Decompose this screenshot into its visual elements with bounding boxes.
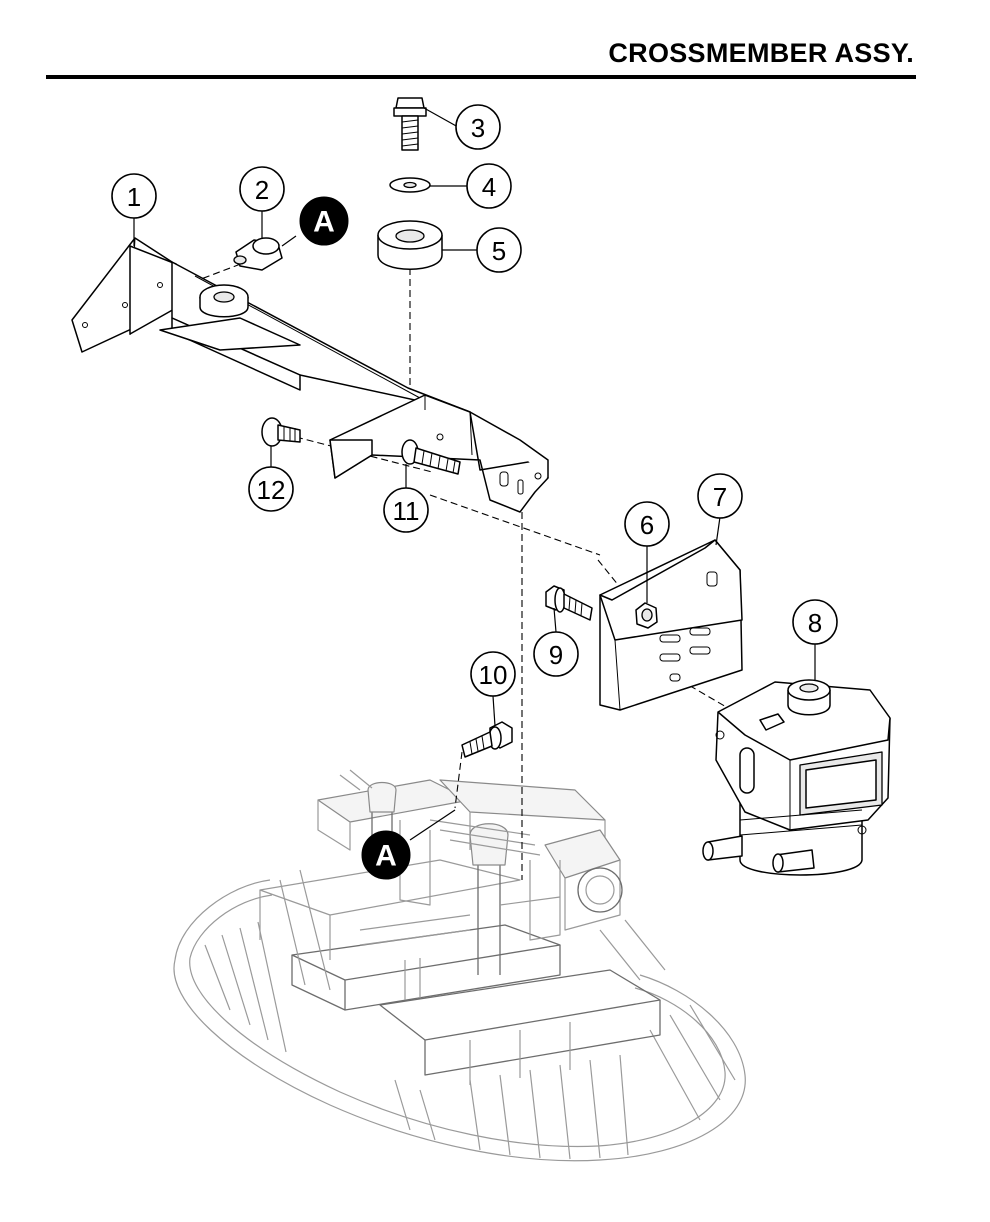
- callout-6-label: 6: [640, 510, 654, 540]
- bushing: [233, 237, 283, 271]
- callout-2: 2: [239, 166, 285, 212]
- callout-2-label: 2: [255, 175, 269, 205]
- callout-8-label: 8: [808, 608, 822, 638]
- reference-marker-a-bottom: A: [361, 830, 411, 880]
- rubber-mount: [377, 220, 443, 270]
- flange-bolt-long: [401, 439, 461, 475]
- callout-10-label: 10: [479, 660, 508, 690]
- leader-lines: [133, 107, 816, 841]
- callout-9-label: 9: [549, 640, 563, 670]
- flange-nut: [635, 602, 658, 629]
- callout-12-label: 12: [257, 475, 286, 505]
- washer: [389, 177, 431, 193]
- callout-1-label: 1: [127, 182, 141, 212]
- reference-a-bottom-label: A: [375, 840, 397, 873]
- callout-9: 9: [533, 631, 579, 677]
- callout-3-label: 3: [471, 113, 485, 143]
- callout-5-label: 5: [492, 236, 506, 266]
- page-title: CROSSMEMBER ASSY.: [608, 38, 914, 68]
- callout-3: 3: [455, 104, 501, 150]
- callout-1: 1: [111, 173, 157, 219]
- reference-marker-a-top: A: [299, 196, 349, 246]
- crossmember: [71, 237, 549, 513]
- tank-bracket: [599, 539, 743, 711]
- callout-4-label: 4: [482, 172, 496, 202]
- carriage-bolt: [261, 417, 301, 447]
- hex-bolt: [393, 97, 427, 151]
- flange-bolt-vertical: [461, 721, 513, 758]
- callout-7: 7: [697, 473, 743, 519]
- callout-8: 8: [792, 599, 838, 645]
- callout-6: 6: [624, 501, 670, 547]
- callout-12: 12: [248, 466, 294, 512]
- flange-bolt-short: [545, 585, 593, 621]
- fuel-tank: [702, 679, 891, 876]
- callout-11: 11: [383, 487, 429, 533]
- callout-10: 10: [470, 651, 516, 697]
- reference-a-top-label: A: [313, 206, 335, 239]
- callout-7-label: 7: [713, 482, 727, 512]
- callout-4: 4: [466, 163, 512, 209]
- title-rule: [46, 75, 916, 79]
- callout-11-label: 11: [393, 496, 420, 526]
- trowel-machine-frame: [173, 769, 746, 1162]
- callout-5: 5: [476, 227, 522, 273]
